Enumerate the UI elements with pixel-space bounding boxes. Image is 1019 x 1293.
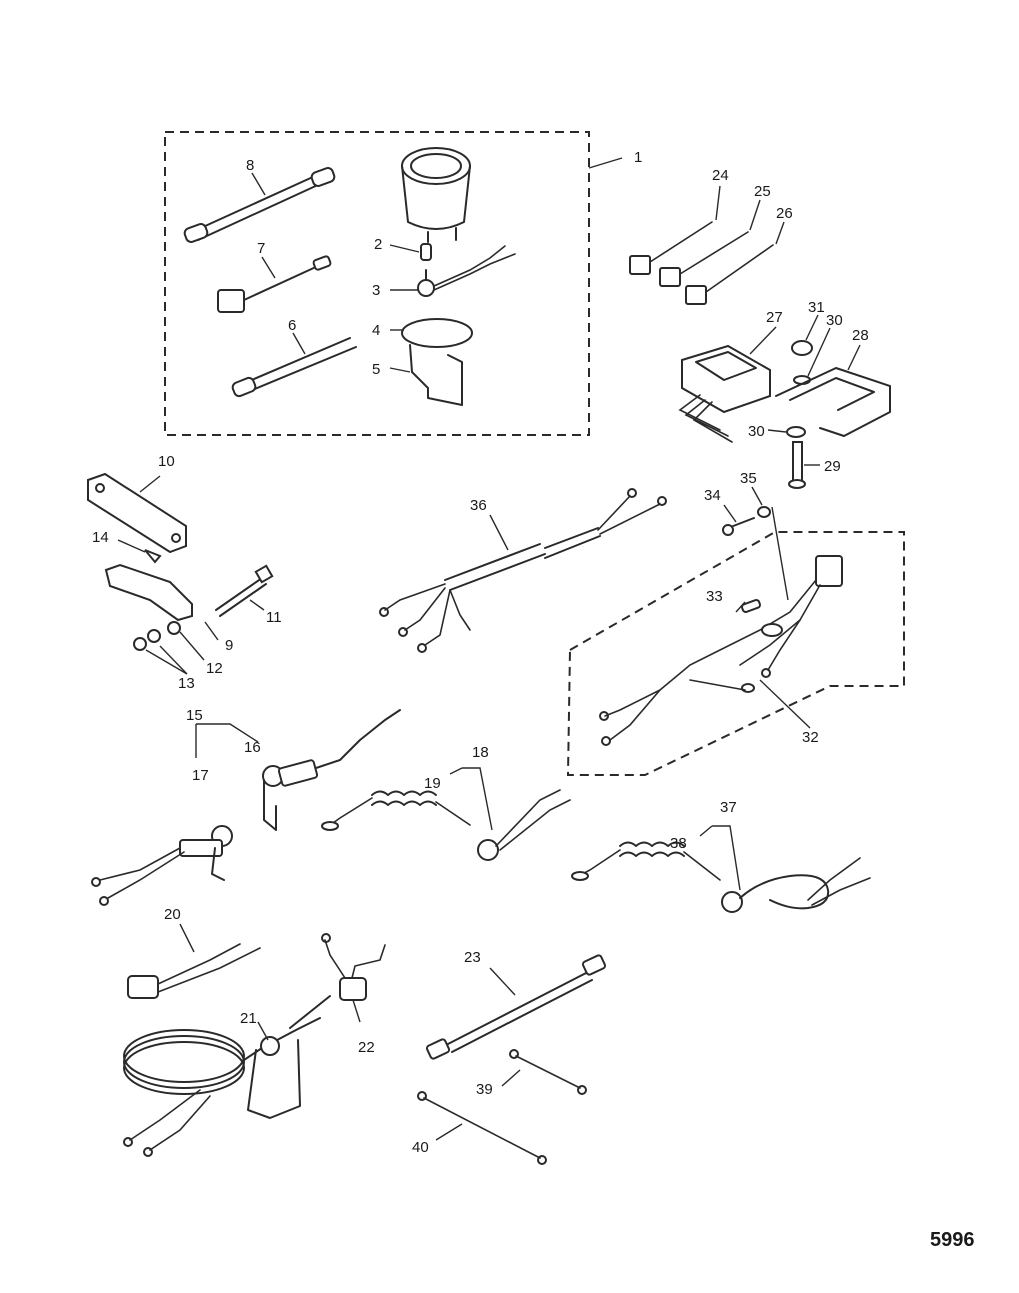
part-11-bolt: [215, 564, 274, 617]
callout-25: 25: [754, 183, 771, 200]
callout-13: 13: [178, 675, 195, 692]
kit-32-dashed-boundary: [566, 531, 905, 776]
callout-30a: 30: [826, 312, 843, 329]
callout-8: 8: [246, 157, 254, 174]
callout-36: 36: [470, 497, 487, 514]
part-18-switch: [477, 789, 571, 861]
callout-33: 33: [706, 588, 723, 605]
callout-6: 6: [288, 317, 296, 334]
callout-18: 18: [472, 744, 489, 761]
part-10-plate: [87, 472, 187, 554]
parts-29-31-fasteners: [786, 340, 813, 489]
callout-7: 7: [257, 240, 265, 257]
callout-15: 15: [186, 707, 203, 724]
part-8-harness: [183, 167, 336, 243]
part-6-harness: [231, 337, 357, 398]
part-32-harness: [599, 555, 843, 746]
callout-17: 17: [192, 767, 209, 784]
part-4-ring: [401, 318, 473, 348]
part-38-lanyard-coil: [571, 841, 721, 881]
callout-40: 40: [412, 1139, 429, 1156]
parts-34-35-screw-washer: [722, 506, 771, 536]
parts-12-13-nuts: [133, 621, 181, 651]
callout-1: 1: [634, 149, 642, 166]
callout-16: 16: [244, 739, 261, 756]
part-37-switch-lead: [721, 857, 871, 913]
callout-34: 34: [704, 487, 721, 504]
callout-14: 14: [92, 529, 109, 546]
callout-29: 29: [824, 458, 841, 475]
callout-11: 11: [266, 609, 282, 626]
part-27-control-box: [678, 344, 771, 443]
part-28-mount-bracket: [775, 367, 891, 437]
callout-4: 4: [372, 322, 380, 339]
part-22-connector: [289, 933, 386, 1029]
callout-30b: 30: [748, 423, 765, 440]
part-2-lamp: [420, 243, 432, 261]
parts-24-26-leads: [629, 221, 774, 305]
part-5-bracket: [409, 344, 463, 406]
part-16-switch: [262, 709, 401, 831]
part-3-socket: [417, 245, 516, 297]
callout-5: 5: [372, 361, 380, 378]
gauge-body: [401, 147, 471, 243]
callout-12: 12: [206, 660, 223, 677]
part-20-connector: [127, 943, 261, 999]
part-17-switch: [91, 825, 233, 906]
part-7-plug-lead: [217, 255, 332, 313]
callout-10: 10: [158, 453, 175, 470]
callout-37: 37: [720, 799, 737, 816]
part-19-lanyard-coil: [321, 790, 471, 831]
callout-31: 31: [808, 299, 825, 316]
callout-38: 38: [670, 835, 687, 852]
callout-22: 22: [358, 1039, 375, 1056]
callout-19: 19: [424, 775, 441, 792]
callout-27: 27: [766, 309, 783, 326]
callout-9: 9: [225, 637, 233, 654]
callout-26: 26: [776, 205, 793, 222]
part-36-harness: [379, 488, 667, 653]
callout-39: 39: [476, 1081, 493, 1098]
callout-23: 23: [464, 949, 481, 966]
callout-20: 20: [164, 906, 181, 923]
kit-1-dashed-boundary: [164, 131, 590, 436]
part-40-lead: [417, 1091, 547, 1165]
callout-24: 24: [712, 167, 729, 184]
callout-32: 32: [802, 729, 819, 746]
callout-3: 3: [372, 282, 380, 299]
callout-2: 2: [374, 236, 382, 253]
part-14-pin: [144, 549, 162, 564]
callout-28: 28: [852, 327, 869, 344]
part-21-coil-harness: [123, 1017, 321, 1157]
figure-number: 5996: [930, 1229, 975, 1251]
part-39-lead: [509, 1049, 587, 1095]
callout-35: 35: [740, 470, 757, 487]
part-9-bracket: [104, 563, 193, 622]
part-23-extension: [425, 954, 607, 1060]
callout-21: 21: [240, 1010, 257, 1027]
